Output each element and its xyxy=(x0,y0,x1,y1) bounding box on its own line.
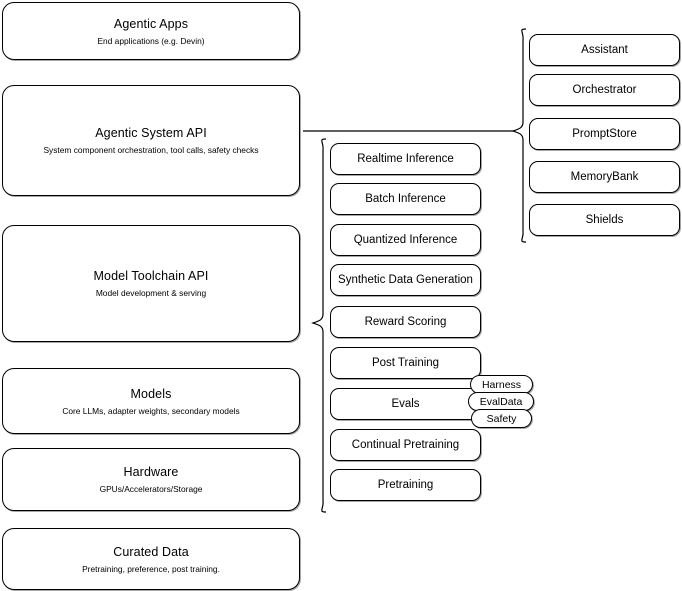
chip-batch-inference[interactable]: Batch Inference xyxy=(330,183,481,215)
mini-pill-safety[interactable]: Safety xyxy=(471,409,532,428)
layer-box-model-toolchain-api[interactable]: Model Toolchain API Model development & … xyxy=(2,225,300,342)
layer-title: Models xyxy=(130,386,172,401)
mini-pill-label: Safety xyxy=(486,412,517,425)
layer-subtitle: System component orchestration, tool cal… xyxy=(43,145,259,155)
chip-label: Quantized Inference xyxy=(353,234,458,246)
layer-title: Agentic Apps xyxy=(113,16,189,31)
chip-memorybank[interactable]: MemoryBank xyxy=(529,161,680,193)
chip-label: MemoryBank xyxy=(570,171,639,183)
chip-label: Batch Inference xyxy=(365,193,446,205)
chip-quantized-inference[interactable]: Quantized Inference xyxy=(330,224,481,256)
layer-title: Curated Data xyxy=(113,544,189,559)
chip-post-training[interactable]: Post Training xyxy=(330,347,481,379)
layer-subtitle: End applications (e.g. Devin) xyxy=(97,35,205,46)
layer-subtitle: GPUs/Accelerators/Storage xyxy=(99,484,203,494)
brace-toolchain-capabilities xyxy=(311,138,327,513)
chip-evals[interactable]: Evals xyxy=(330,388,481,420)
chip-pretraining[interactable]: Pretraining xyxy=(330,469,481,501)
layer-title: Model Toolchain API xyxy=(93,269,209,283)
chip-synthetic-data-generation[interactable]: Synthetic Data Generation xyxy=(330,264,481,296)
chip-label: PromptStore xyxy=(572,128,637,140)
chip-orchestrator[interactable]: Orchestrator xyxy=(529,74,680,106)
chip-label: Evals xyxy=(391,398,420,410)
chip-label: Synthetic Data Generation xyxy=(338,274,473,286)
chip-shields[interactable]: Shields xyxy=(529,204,680,236)
layer-box-agentic-system-api[interactable]: Agentic System API System component orch… xyxy=(2,85,300,196)
chip-label: Orchestrator xyxy=(572,84,637,96)
chip-label: Reward Scoring xyxy=(364,316,447,328)
layer-title: Hardware xyxy=(123,465,179,479)
layer-subtitle: Pretraining, preference, post training. xyxy=(82,563,220,574)
brace-agentic-components xyxy=(511,28,527,243)
chip-label: Continual Pretraining xyxy=(351,439,460,451)
layer-box-models[interactable]: Models Core LLMs, adapter weights, secon… xyxy=(2,368,300,434)
chip-realtime-inference[interactable]: Realtime Inference xyxy=(330,143,481,175)
layer-subtitle: Model development & serving xyxy=(95,288,207,298)
layer-box-curated-data[interactable]: Curated Data Pretraining, preference, po… xyxy=(2,528,300,590)
mini-pill-label: EvalData xyxy=(479,395,523,408)
chip-label: Post Training xyxy=(371,357,440,369)
chip-label: Shields xyxy=(585,214,624,226)
chip-promptstore[interactable]: PromptStore xyxy=(529,118,680,150)
layer-box-agentic-apps[interactable]: Agentic Apps End applications (e.g. Devi… xyxy=(2,2,300,60)
chip-reward-scoring[interactable]: Reward Scoring xyxy=(330,306,481,338)
chip-label: Pretraining xyxy=(377,479,434,491)
layer-subtitle: Core LLMs, adapter weights, secondary mo… xyxy=(62,405,240,416)
layer-title: Agentic System API xyxy=(95,126,207,140)
layer-box-hardware[interactable]: Hardware GPUs/Accelerators/Storage xyxy=(2,448,300,511)
chip-label: Assistant xyxy=(581,44,628,56)
mini-pill-label: Harness xyxy=(481,378,522,391)
chip-continual-pretraining[interactable]: Continual Pretraining xyxy=(330,429,481,461)
chip-assistant[interactable]: Assistant xyxy=(529,34,680,66)
chip-label: Realtime Inference xyxy=(357,153,454,165)
